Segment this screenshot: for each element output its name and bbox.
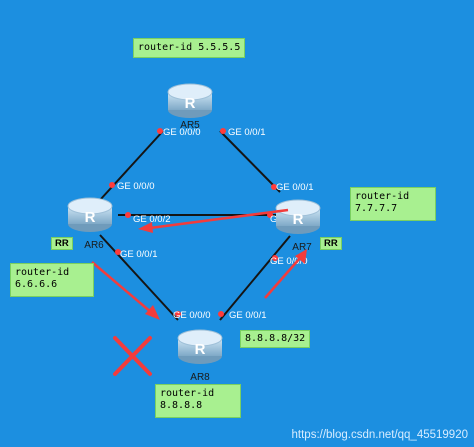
port-ar7-top: GE 0/0/1	[276, 182, 314, 193]
port-ar6-bottom: GE 0/0/1	[120, 249, 158, 260]
port-dots	[109, 128, 278, 317]
router-ar6[interactable]: R AR6	[67, 197, 113, 251]
x-mark-icon	[113, 336, 152, 376]
route-arrow-ar8-to-ar7	[264, 249, 307, 299]
router-label-ar5: AR5	[180, 120, 200, 131]
router-icon: R	[67, 197, 113, 232]
svg-text:R: R	[293, 211, 304, 228]
link-ar5-ar6	[99, 130, 164, 201]
router-label-ar6: AR6	[84, 240, 104, 251]
port-ar6-right: GE 0/0/2	[133, 214, 171, 225]
svg-text:R: R	[195, 341, 206, 358]
router-icon: R	[275, 199, 321, 234]
link-ar6-ar8	[99, 234, 179, 321]
network-tag-ar8: 8.8.8.8/32	[240, 330, 311, 348]
route-arrow-ar7-to-ar6	[138, 208, 289, 233]
router-ar5[interactable]: R AR5	[167, 83, 213, 131]
role-badge-ar7: RR	[320, 237, 342, 250]
svg-text:R: R	[185, 95, 196, 112]
port-ar8-right: GE 0/0/1	[229, 310, 267, 321]
watermark: https://blog.csdn.net/qq_45519920	[291, 429, 468, 441]
router-ar7[interactable]: R AR7	[275, 199, 321, 253]
port-ar6-top: GE 0/0/0	[117, 181, 155, 192]
role-badge-ar6: RR	[51, 237, 73, 250]
port-ar8-left: GE 0/0/0	[173, 310, 211, 321]
router-icon: R	[167, 83, 213, 118]
router-id-tag-ar5: router-id 5.5.5.5	[133, 38, 246, 58]
route-arrow-ar6-to-ar8	[91, 261, 160, 320]
port-ar5-left: GE 0/0/0	[163, 127, 201, 138]
router-label-ar8: AR8	[190, 372, 210, 383]
port-ar5-right: GE 0/0/1	[228, 127, 266, 138]
link-ar5-ar7	[219, 130, 281, 193]
router-icon: R	[177, 329, 223, 364]
router-id-tag-ar6: router-id 6.6.6.6	[10, 263, 94, 297]
router-id-tag-ar8: router-id 8.8.8.8	[155, 384, 241, 418]
router-label-ar7: AR7	[292, 242, 312, 253]
port-ar7-bottom: GE 0/0/0	[270, 256, 308, 267]
router-id-tag-ar7: router-id 7.7.7.7	[350, 187, 436, 221]
router-ar8[interactable]: R AR8	[177, 329, 223, 383]
svg-text:R: R	[85, 209, 96, 226]
link-ar7-ar8	[219, 235, 291, 321]
